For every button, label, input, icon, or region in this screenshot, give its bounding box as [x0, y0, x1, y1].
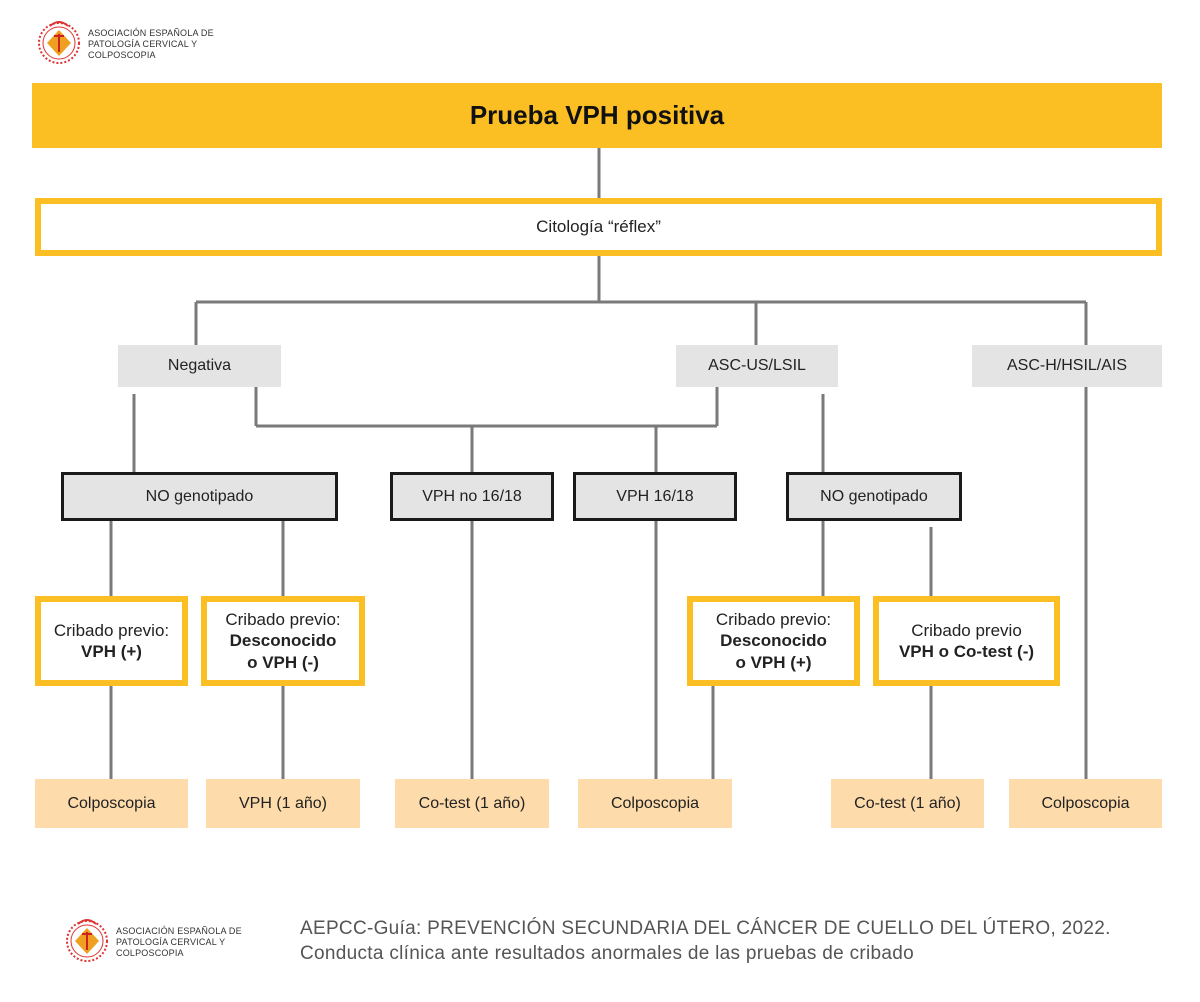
no-genotipado-right-label: NO genotipado — [820, 487, 928, 505]
reflex-cytology-node: Citología “réflex” — [35, 198, 1162, 256]
root-node-vph-positiva: Prueba VPH positiva — [32, 83, 1162, 148]
result-negativa-label: Negativa — [167, 357, 232, 374]
screening-box3-line2: Desconocido — [720, 631, 827, 651]
reflex-label: Citología “réflex” — [536, 217, 661, 237]
footer-logo-org-line1: ASOCIACIÓN ESPAÑOLA DE — [116, 926, 242, 936]
screening-box2-line2: Desconocido — [229, 631, 337, 651]
aepcc-logo-footer-icon — [66, 919, 108, 962]
outcome-colposcopia-3: Colposcopia — [1009, 779, 1162, 828]
footer-citation: AEPCC-Guía: PREVENCIÓN SECUNDARIA DEL CÁ… — [300, 917, 1180, 966]
vph-16-18-node: VPH 16/18 — [573, 472, 737, 521]
screening-box3-line1: Cribado previo: — [715, 610, 832, 630]
no-genotipado-left-label: NO genotipado — [145, 487, 254, 505]
screening-box2-line3: o VPH (-) — [247, 652, 319, 672]
logo-org-line1: ASOCIACIÓN ESPAÑOLA DE — [88, 28, 214, 38]
footer-title: AEPCC-Guía: PREVENCIÓN SECUNDARIA DEL CÁ… — [300, 918, 1111, 939]
result-ascus-lsil: ASC-US/LSIL — [676, 345, 838, 387]
screening-box-vph-positive: Cribado previo: VPH (+) — [35, 596, 188, 686]
outcome-cotest-1-ano-right: Co-test (1 año) — [831, 779, 984, 828]
result-ascus-lsil-label: ASC-US/LSIL — [708, 357, 806, 374]
vph-no-16-18-node: VPH no 16/18 — [390, 472, 554, 521]
logo-footer: ASOCIACIÓN ESPAÑOLA DE PATOLOGÍA CERVICA… — [64, 916, 264, 968]
no-genotipado-left-node: NO genotipado — [61, 472, 338, 521]
screening-box-vph-cotest-negative: Cribado previo VPH o Co-test (-) — [873, 596, 1060, 686]
vph-16-18-label: VPH 16/18 — [616, 487, 694, 505]
footer-logo-org-line2: PATOLOGÍA CERVICAL Y — [116, 936, 226, 947]
outcome-6-label: Colposcopia — [1041, 794, 1130, 812]
no-genotipado-right-node: NO genotipado — [786, 472, 962, 521]
outcome-cotest-1-ano-left: Co-test (1 año) — [395, 779, 549, 828]
logo-org-line3: COLPOSCOPIA — [88, 49, 156, 60]
screening-box-unknown-or-negative: Cribado previo: Desconocido o VPH (-) — [201, 596, 365, 686]
result-asch-hsil-ais: ASC-H/HSIL/AIS — [972, 345, 1162, 387]
screening-box1-line2: VPH (+) — [81, 642, 142, 661]
result-asch-hsil-ais-label: ASC-H/HSIL/AIS — [1006, 357, 1128, 374]
outcome-2-label: VPH (1 año) — [238, 794, 328, 812]
screening-box4-line1: Cribado previo — [911, 620, 1022, 640]
aepcc-logo-icon — [38, 21, 80, 64]
outcome-vph-1-ano: VPH (1 año) — [206, 779, 360, 828]
screening-box3-line3: o VPH (+) — [735, 652, 812, 672]
footer-subtitle: Conducta clínica ante resultados anormal… — [300, 942, 914, 964]
outcome-3-label: Co-test (1 año) — [418, 794, 526, 812]
outcome-colposcopia-1: Colposcopia — [35, 779, 188, 828]
vph-no-16-18-label: VPH no 16/18 — [422, 487, 522, 505]
screening-box-unknown-or-positive: Cribado previo: Desconocido o VPH (+) — [687, 596, 860, 686]
outcome-colposcopia-2: Colposcopia — [578, 779, 732, 828]
screening-box4-line2: VPH o Co-test (-) — [898, 642, 1035, 661]
logo-top: ASOCIACIÓN ESPAÑOLA DE PATOLOGÍA CERVICA… — [36, 18, 236, 68]
screening-box2-line1: Cribado previo: — [225, 610, 341, 630]
outcome-4-label: Colposcopia — [610, 794, 700, 812]
outcome-1-label: Colposcopia — [67, 794, 156, 812]
footer-logo-org-line3: COLPOSCOPIA — [116, 947, 184, 958]
result-negativa: Negativa — [118, 345, 281, 387]
root-label: Prueba VPH positiva — [469, 100, 725, 131]
logo-org-line2: PATOLOGÍA CERVICAL Y — [88, 38, 198, 49]
screening-box1-line1: Cribado previo: — [53, 620, 170, 640]
outcome-5-label: Co-test (1 año) — [854, 794, 961, 812]
